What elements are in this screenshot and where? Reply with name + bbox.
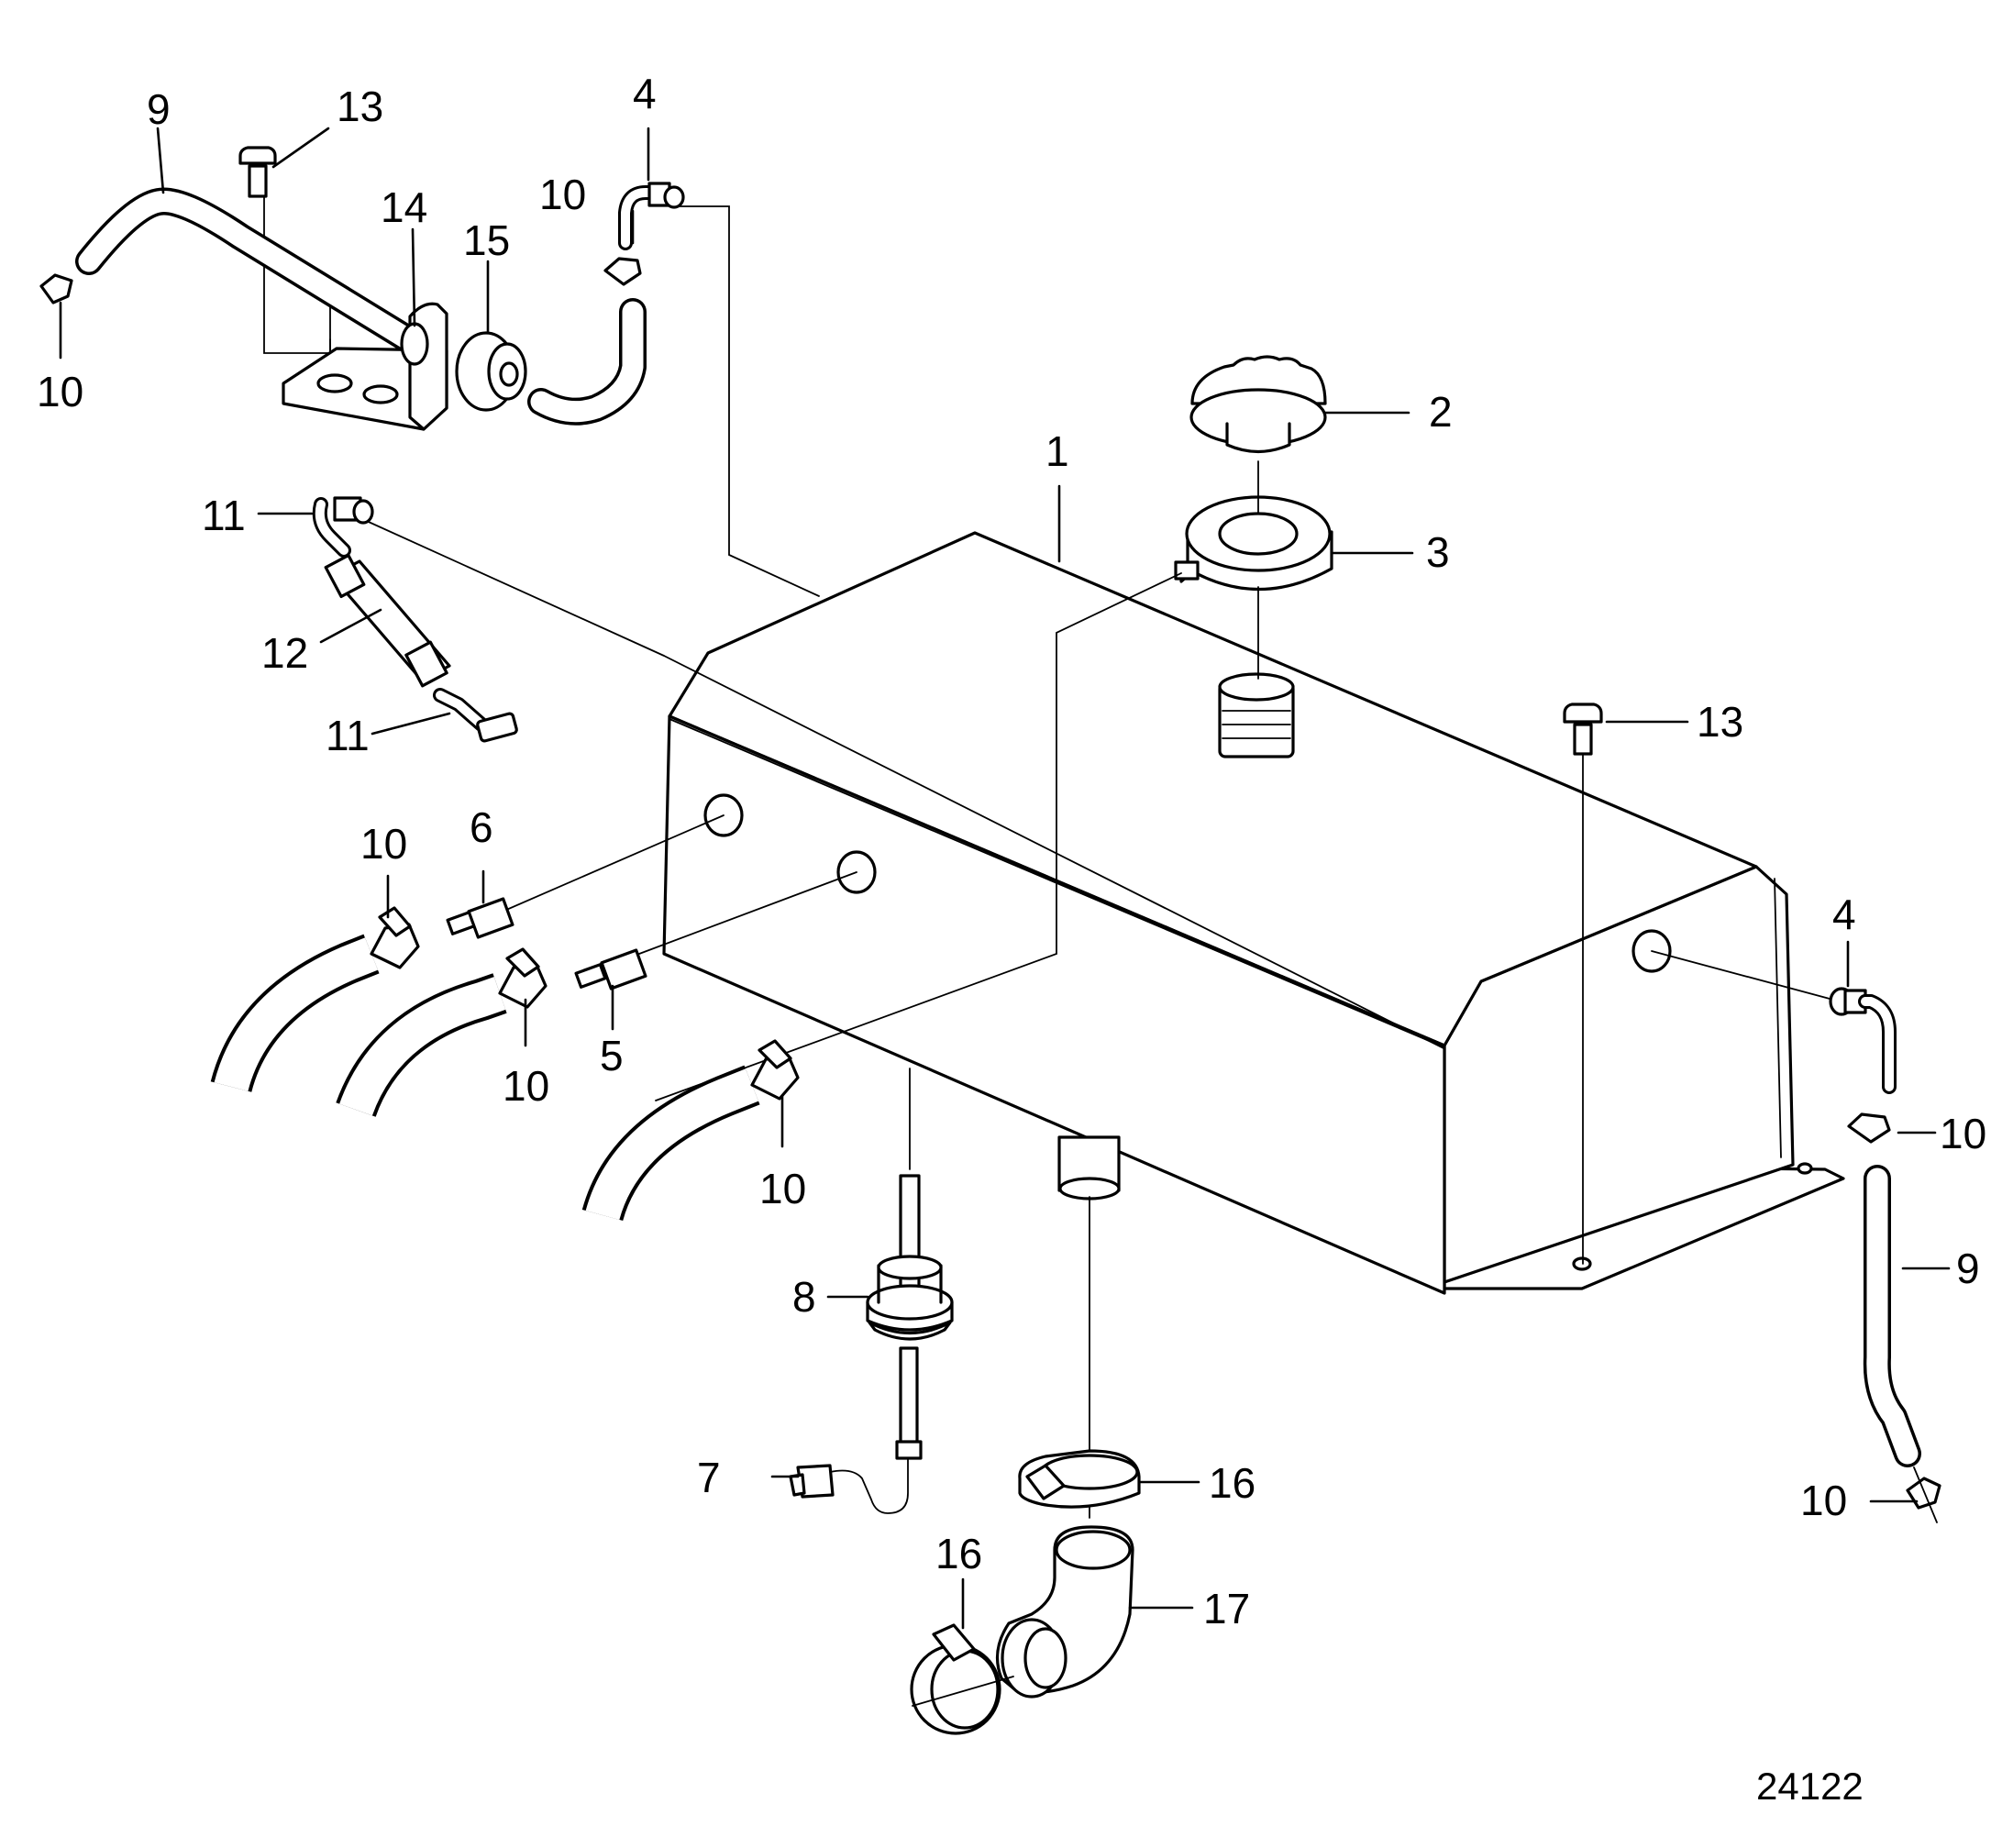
- sender-8-body-sides: [877, 1264, 943, 1304]
- clamp-10-top-mid: [603, 257, 642, 286]
- part-label-6: 6: [470, 803, 493, 851]
- pipe-12-nut-bottom: [404, 640, 448, 688]
- sensor-7-rod: [899, 1346, 919, 1446]
- drain-hose-assembly: [910, 1449, 1141, 1735]
- hose-elbow-17-side-inner: [1023, 1627, 1067, 1689]
- sensor-7-fitting: [895, 1440, 923, 1460]
- part-label-10-top-left: 10: [37, 368, 83, 415]
- fitting-5-body: [600, 948, 647, 990]
- elbow-11-top-end: [352, 499, 374, 525]
- part-label-3: 3: [1426, 528, 1450, 576]
- sender-8-rod: [899, 1174, 921, 1301]
- part-label-10-right-b: 10: [1800, 1477, 1847, 1524]
- part-label-4-right: 4: [1832, 891, 1856, 938]
- plate-hole-center: [1572, 1256, 1592, 1271]
- tank-bottom-outlet-rim: [1058, 1177, 1121, 1201]
- sender-8-top: [877, 1255, 943, 1280]
- filler-cap-neck: [1225, 422, 1291, 454]
- right-vent-assembly: [1563, 703, 1941, 1523]
- clamp-10-left-a: [370, 923, 420, 969]
- clamp-10-left-c: [750, 1055, 800, 1101]
- part-label-14: 14: [381, 183, 427, 231]
- part-label-10-left-c: 10: [759, 1165, 806, 1212]
- plate-hole-right: [1797, 1162, 1813, 1175]
- part-label-2: 2: [1429, 388, 1453, 436]
- part-label-13-right: 13: [1697, 698, 1743, 746]
- filler-neck-top: [1218, 672, 1295, 702]
- clamp-10-left-c-screw: [758, 1039, 792, 1069]
- part-label-11-top: 11: [202, 492, 246, 539]
- connector-7-tip: [789, 1473, 806, 1497]
- assembly-lines: [263, 187, 1844, 1519]
- filler-ring-nipple: [1174, 560, 1200, 581]
- part-label-9-top: 9: [147, 85, 171, 133]
- part-label-16-left: 16: [935, 1530, 982, 1577]
- part-label-4-top: 4: [633, 70, 657, 117]
- part-label-16-right: 16: [1209, 1459, 1255, 1507]
- bolt-13-top-head: [238, 146, 277, 165]
- fitting-6-body: [467, 897, 514, 939]
- tank-base-line: [663, 953, 1445, 1294]
- clamp-10-right-b: [1906, 1477, 1941, 1510]
- clamp-10-left-b: [498, 963, 548, 1009]
- callout-leaders: [59, 127, 1951, 1630]
- bolt-13-right-shank: [1573, 723, 1593, 756]
- hose-clamp-16-top-screw: [1025, 1464, 1066, 1500]
- bolt-13-top-shank: [248, 164, 268, 198]
- part-labels: 1 2 3 4 4 5 6 7 8 9 9 10 10 10 10 10 10 …: [37, 70, 1986, 1632]
- bolt-13-right-head: [1563, 703, 1603, 724]
- sender-8-flange: [866, 1284, 954, 1321]
- grommet-15-hole: [499, 361, 519, 387]
- part-label-1: 1: [1045, 427, 1069, 475]
- bracket-14-hole: [400, 322, 429, 366]
- clamp-16-left-axis: [912, 1676, 1014, 1707]
- filler-ring: [1174, 495, 1333, 592]
- filler-ring-hole: [1218, 512, 1299, 556]
- part-label-17: 17: [1203, 1585, 1250, 1632]
- fuel-tank: [662, 531, 1845, 1295]
- part-label-10-left-a: 10: [360, 820, 407, 868]
- hose-elbow-17-top-opening: [1055, 1530, 1132, 1570]
- part-label-11-bottom: 11: [326, 712, 370, 759]
- figure-reference-number: 24122: [1756, 1765, 1864, 1808]
- clamp-10-left-b-screw: [505, 947, 540, 978]
- part-label-5: 5: [600, 1032, 624, 1079]
- left-hose-assembly: [210, 897, 800, 1222]
- part-label-10-top-mid: 10: [539, 171, 586, 218]
- bracket-slot-a: [316, 373, 353, 393]
- part-label-12: 12: [261, 629, 308, 677]
- filler-cap: [1189, 355, 1327, 454]
- hose-clamp-16-left-inner: [930, 1649, 1000, 1730]
- clamp-10-right-a: [1847, 1112, 1891, 1144]
- elbow-4-top-end: [663, 185, 685, 209]
- part-label-15: 15: [463, 216, 510, 264]
- part-label-10-left-b: 10: [503, 1062, 549, 1110]
- vent-hose-assembly: [39, 146, 685, 431]
- fitting-5-tail: [574, 963, 607, 989]
- pipe-12-nut-top: [324, 553, 366, 599]
- sender-8-gasket: [868, 1321, 952, 1341]
- sensor-7-wire: [829, 1457, 909, 1514]
- part-label-7: 7: [697, 1454, 721, 1501]
- part-label-8: 8: [792, 1273, 816, 1321]
- clamp-10-top-left: [39, 273, 73, 304]
- part-label-10-right-a: 10: [1940, 1110, 1986, 1157]
- hose-clamp-16-left-screw: [932, 1623, 976, 1662]
- filler-neck-thread: [1222, 710, 1291, 739]
- bracket-slot-b: [362, 384, 399, 404]
- fuel-level-sender: [789, 1174, 954, 1514]
- fuel-line-assembly: [312, 496, 518, 743]
- part-label-9-right: 9: [1956, 1245, 1980, 1292]
- elbow-11-bottom-end: [476, 712, 518, 743]
- tank-end-edge: [1774, 878, 1782, 1158]
- part-label-13-top: 13: [337, 83, 383, 130]
